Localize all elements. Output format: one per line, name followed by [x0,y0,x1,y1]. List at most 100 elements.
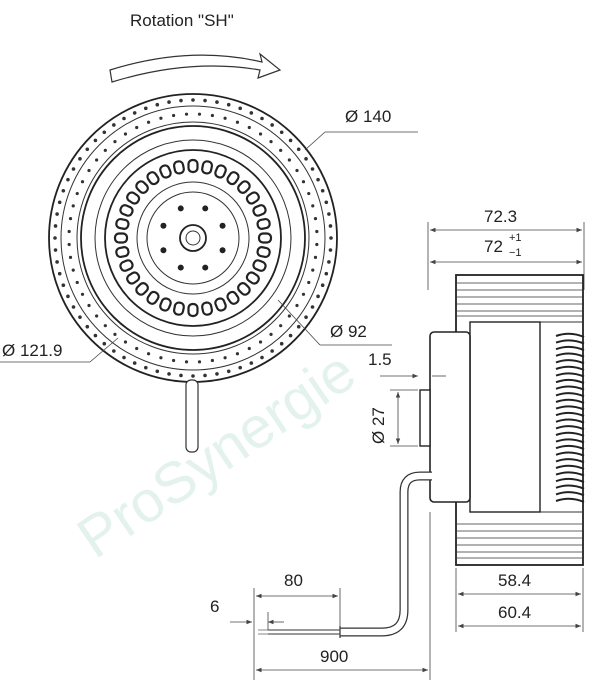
rivet-dot [155,102,160,107]
rivet-dot [103,324,107,328]
rivet-dot [226,369,231,374]
cooling-slot [256,246,271,259]
rivet-dot [301,180,306,184]
side-blades [555,332,585,503]
rivet-dot [304,157,308,161]
rivet-dot [112,123,116,127]
cooling-slot [113,232,129,244]
cooling-slot [146,171,160,186]
rivet-dot [57,200,62,205]
dim-outer-diameter: Ø 140 [345,107,391,126]
motor-block [469,321,541,513]
cooling-slot [159,164,172,179]
rivet-dot [71,204,75,208]
rivet-dot [329,236,333,240]
rivet-dot [66,177,70,182]
rotation-arrow [109,52,282,83]
dia140-leader [304,131,326,151]
rivet-dot [296,324,301,329]
cooling-slot [159,297,172,312]
blade-edge [555,392,585,398]
hub-boss [419,389,431,447]
dim-housing-width: 60.4 [498,603,531,622]
rivet-dot [301,292,306,296]
rivet-dot [320,189,325,193]
cooling-slot [115,217,130,230]
hub-hole [219,247,226,254]
hub-hole [160,222,167,229]
rivet-dot [122,355,126,360]
rivet-dot [295,168,299,173]
hub-holes [160,205,226,271]
blade-edge [555,471,585,477]
rivet-dot [172,113,176,118]
rivet-dot [270,123,274,127]
rivet-dot [210,358,214,363]
blade-edge [555,332,585,338]
rivet-dot [197,360,202,364]
rivet-dot [55,212,59,216]
impeller-outer-ring [48,93,338,383]
rivet-dot [313,217,318,221]
rivet-dot [249,361,254,365]
blade-edge [555,451,585,457]
dim-hub-offset: 1.5 [368,350,392,369]
rivet-dot [324,271,329,276]
rivet-dot [132,111,137,115]
cooling-slot [214,164,227,179]
blade-rivets-inner [67,112,319,364]
rivet-dot [95,158,99,162]
dia92-leader [277,299,321,346]
rivet-dot [328,248,333,252]
rivet-dot [315,229,319,234]
rivet-dot [279,148,283,152]
dim-cable-length: 900 [320,647,348,666]
cable-outline [340,471,432,637]
rivet-dot [269,140,273,144]
blade-edge [555,425,585,431]
blade-edge [555,458,585,464]
rivet-dot [197,112,202,116]
rivet-dot [123,132,128,136]
rivet-dot [57,271,62,276]
rivet-dot [93,138,98,143]
rivet-dot [184,360,189,364]
cooling-slot [126,191,141,205]
blade-edge [555,411,585,418]
hub-hole [177,205,184,212]
blade-edge [555,385,585,391]
rivet-dot [215,100,219,104]
rivet-dot [135,346,139,351]
rivet-dot [144,106,148,111]
rivet-dot [144,365,148,370]
rivet-dot [235,120,240,124]
rivet-dot [167,372,171,376]
cooling-slot [135,282,149,296]
rivet-dot [80,180,85,184]
cooling-slot [201,160,214,175]
rivet-dot [316,177,320,182]
rivet-dot [210,113,214,118]
cooling-slot [172,160,185,175]
rivet-dot [179,98,183,103]
rivet-dot [191,374,195,378]
rivet-dot [53,236,57,240]
blade-edge [555,431,585,437]
rivet-dot [279,324,283,328]
cooling-slot [187,302,199,318]
rivet-dot [288,333,293,338]
blade-edge [555,484,585,490]
rivet-dot [258,340,263,344]
rivet-dot [132,361,137,365]
hub-hole [202,205,209,212]
cooling-slot [172,301,185,316]
cooling-slot [237,282,251,296]
impeller-profile-lines [456,282,583,559]
front-view: Rotation "SH" Ø 140 Ø 92 Ø 121.9 [0,11,418,453]
rivet-dot [135,125,139,130]
blade-edge [555,339,585,345]
motor-flange [429,331,471,503]
shroud-ring [76,121,310,355]
cooling-slot [146,290,160,305]
rivet-dot [146,120,151,124]
